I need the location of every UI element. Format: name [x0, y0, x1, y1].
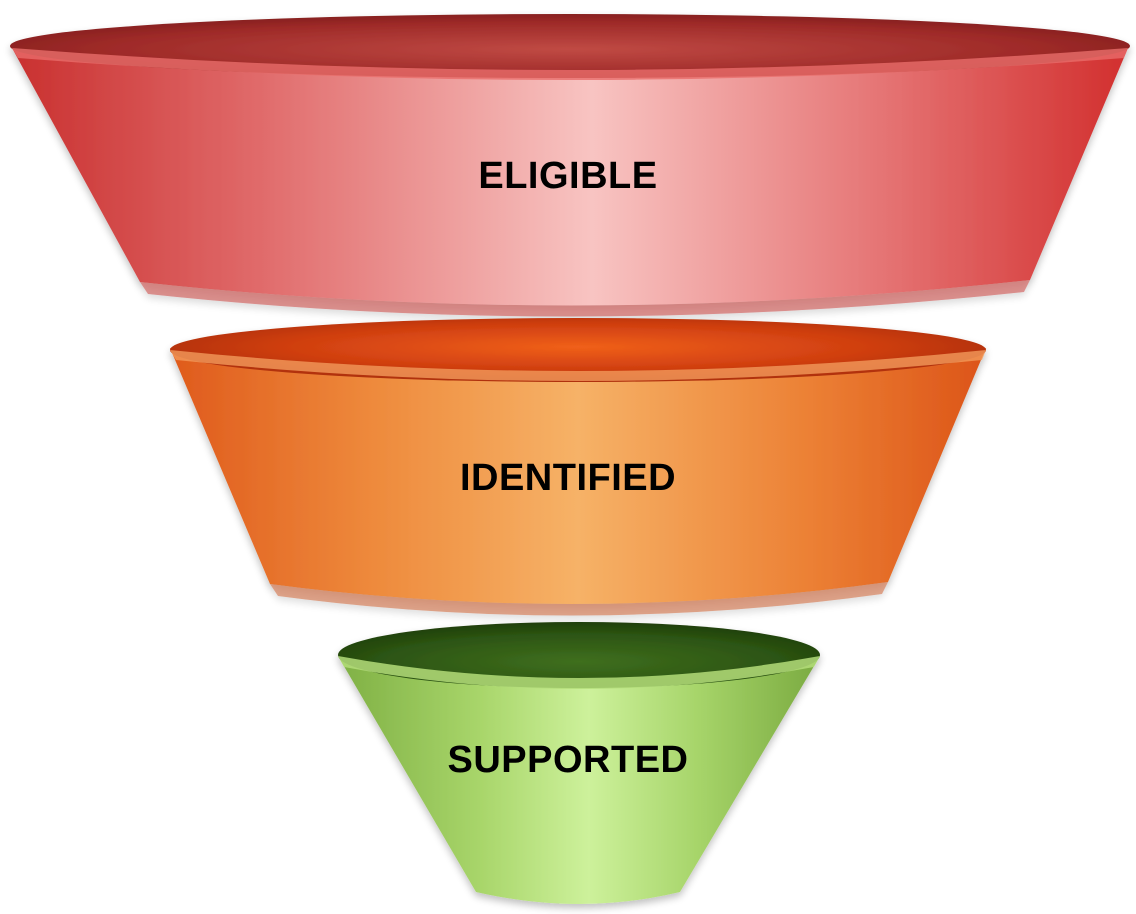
- funnel-tier-identified: [170, 318, 986, 616]
- funnel-tier-identified-body: [170, 348, 986, 605]
- stage-label-eligible: ELIGIBLE: [478, 155, 658, 197]
- funnel-tier-eligible-body: [12, 48, 1128, 306]
- funnel-tier-eligible-lower-rim: [140, 280, 1030, 317]
- funnel-tier-eligible-rim-highlight: [12, 48, 1128, 80]
- funnel-tier-eligible-opening: [10, 14, 1130, 78]
- stage-label-supported: SUPPORTED: [447, 739, 689, 781]
- funnel-tier-supported-body: [338, 656, 820, 904]
- stage-label-identified: IDENTIFIED: [459, 457, 677, 499]
- funnel-tier-supported: [338, 622, 820, 904]
- funnel-tier-identified-rim-highlight: [170, 350, 986, 381]
- funnel-tier-supported-rim-highlight: [338, 656, 820, 689]
- funnel-tier-identified-lower-rim: [270, 582, 888, 616]
- funnel-tier-supported-opening: [338, 622, 820, 688]
- funnel-tier-eligible: [10, 14, 1130, 317]
